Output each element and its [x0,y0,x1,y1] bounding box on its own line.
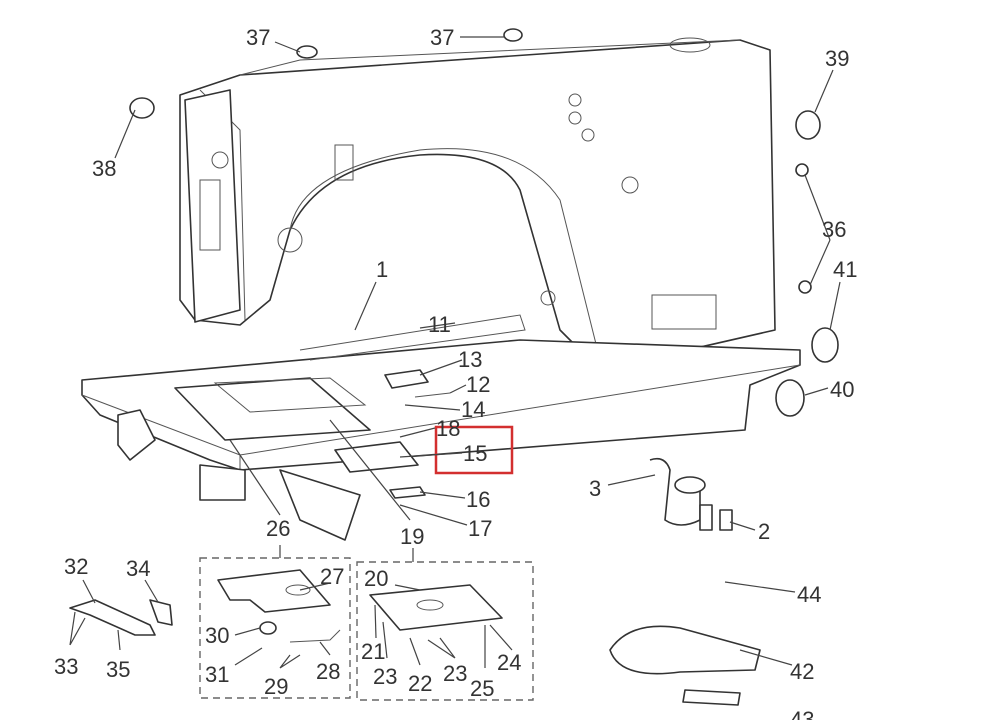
label-37: 37 [246,25,270,50]
label-32: 32 [64,554,88,579]
label-39: 39 [825,46,849,71]
label-29: 29 [264,674,288,699]
label-22: 22 [408,671,432,696]
label-34: 34 [126,556,150,581]
label-3: 3 [589,476,601,501]
machine-bed [81,314,801,541]
label-18: 18 [436,416,460,441]
label-17: 17 [468,516,492,541]
label-1: 1 [376,257,388,282]
label-36: 36 [822,217,846,242]
machine-head [179,37,776,371]
label-31: 31 [205,662,229,687]
small-parts [69,28,839,706]
group-26-box [199,557,351,699]
label-16: 16 [466,487,490,512]
label-40: 40 [830,377,854,402]
label-41: 41 [833,257,857,282]
label-42: 42 [790,659,814,684]
leader-lines [69,36,841,669]
label-37: 37 [430,25,454,50]
label-11: 11 [428,312,451,337]
label-35: 35 [106,657,130,682]
label-27: 27 [320,564,344,589]
label-13: 13 [458,347,482,372]
label-15: 15 [463,441,487,466]
label-19: 19 [400,524,424,549]
label-12: 12 [466,372,490,397]
highlight-box [434,425,514,475]
label-43: 43 [790,707,814,720]
label-25: 25 [470,676,494,701]
label-44: 44 [797,582,821,607]
label-24: 24 [497,650,521,675]
label-2: 2 [758,519,770,544]
label-38: 38 [92,156,116,181]
part-number-labels: 37 37 38 39 36 41 40 1 11 13 12 14 18 15… [54,25,857,720]
label-21: 21 [361,639,385,664]
group-19-box [356,561,534,701]
label-23: 23 [443,661,467,686]
label-26: 26 [266,516,290,541]
label-23: 23 [373,664,397,689]
label-14: 14 [461,397,485,422]
label-30: 30 [205,623,229,648]
label-33: 33 [54,654,78,679]
label-20: 20 [364,566,388,591]
label-28: 28 [316,659,340,684]
